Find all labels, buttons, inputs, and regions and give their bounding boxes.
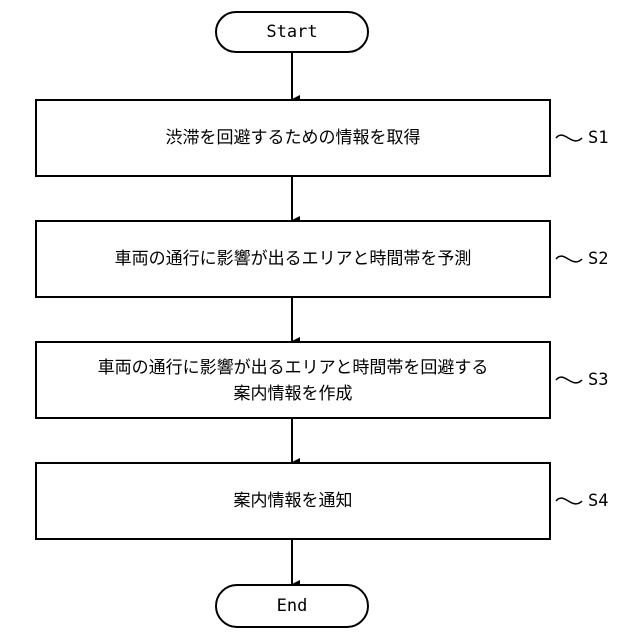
process-box-s1: 渋滞を回避するための情報を取得 — [36, 100, 550, 176]
start-label: Start — [266, 22, 317, 42]
leader-s2 — [556, 256, 582, 262]
leader-s4 — [556, 498, 582, 504]
process-box-s2: 車両の通行に影響が出るエリアと時間帯を予測 — [36, 221, 550, 297]
process-text-s2: 車両の通行に影響が出るエリアと時間帯を予測 — [115, 249, 472, 269]
process-box-s4: 案内情報を通知 — [36, 463, 550, 539]
process-text-s3-line1: 車両の通行に影響が出るエリアと時間帯を回避する — [98, 358, 489, 378]
leader-s3 — [556, 377, 582, 383]
step-label-s3: S3 — [588, 370, 608, 390]
step-label-s4: S4 — [588, 491, 608, 511]
process-text-s3-line2: 案内情報を作成 — [234, 384, 353, 404]
leader-s1 — [556, 135, 582, 141]
step-label-s1: S1 — [588, 128, 608, 148]
process-text-s4: 案内情報を通知 — [234, 491, 353, 511]
step-label-s2: S2 — [588, 249, 608, 269]
end-label: End — [277, 596, 308, 616]
end-terminal: End — [216, 585, 368, 627]
process-text-s1: 渋滞を回避するための情報を取得 — [166, 128, 421, 148]
start-terminal: Start — [216, 12, 368, 52]
process-box-s3: 車両の通行に影響が出るエリアと時間帯を回避する 案内情報を作成 — [36, 342, 550, 418]
